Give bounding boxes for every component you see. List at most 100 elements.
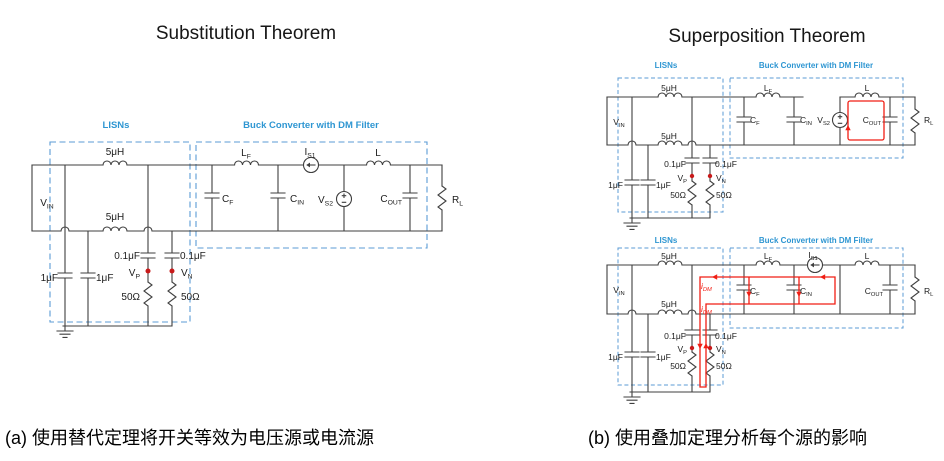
probe-dot-vn bbox=[169, 268, 175, 274]
label-cf: CF bbox=[750, 286, 760, 298]
inductor-5uh-bottom bbox=[657, 309, 683, 315]
voltage-source-vs2 bbox=[335, 190, 353, 208]
label-cin: CIN bbox=[800, 286, 812, 298]
capacitor-cf bbox=[736, 116, 752, 123]
capacitor-1uf-right bbox=[640, 179, 656, 186]
label-lf: LF bbox=[764, 83, 773, 95]
label-5uh: 5μH bbox=[661, 299, 677, 309]
capacitor-cf bbox=[204, 192, 220, 199]
caption-a: (a) 使用替代定理将开关等效为电压源或电流源 bbox=[5, 428, 374, 448]
probe-dot-vp bbox=[689, 345, 695, 351]
label-vs2: VS2 bbox=[318, 195, 333, 208]
inductor-5uh-bottom bbox=[102, 226, 128, 232]
lisn-box-a bbox=[49, 141, 191, 323]
label-cout: COUT bbox=[380, 194, 402, 207]
loop-arrow-up-icon bbox=[845, 125, 851, 131]
circuit-b2: iDM iDM LISNs Buck Converter with DM Fil… bbox=[606, 236, 934, 404]
capacitor-1uf-right bbox=[80, 272, 96, 279]
label-01uf: 0.1μF bbox=[664, 331, 686, 341]
label-vn: VN bbox=[181, 268, 193, 281]
panel-b-title: Superposition Theorem bbox=[668, 26, 866, 47]
label-01uf: 0.1μF bbox=[715, 331, 737, 341]
lisn-section-label: LISNs bbox=[103, 120, 130, 131]
circuit-b1: LISNs Buck Converter with DM Filter 5μH … bbox=[606, 61, 934, 230]
probe-dot-vn bbox=[707, 173, 713, 179]
capacitor-1uf-right bbox=[640, 351, 656, 358]
label-5uh: 5μH bbox=[661, 251, 677, 261]
label-vn: VN bbox=[716, 173, 726, 185]
label-1uf: 1μF bbox=[96, 273, 113, 284]
panel-a-title: Substitution Theorem bbox=[155, 23, 337, 44]
label-l: L bbox=[375, 148, 381, 159]
label-lf: LF bbox=[764, 251, 773, 263]
resistor-rl bbox=[437, 185, 447, 211]
resistor-rl bbox=[910, 276, 920, 302]
idm-arrow-left-icon bbox=[820, 274, 826, 280]
resistor-50-right bbox=[167, 281, 177, 307]
label-vp: VP bbox=[129, 268, 141, 281]
label-lf: LF bbox=[241, 148, 251, 161]
label-is1: IS1 bbox=[304, 147, 315, 160]
label-vn: VN bbox=[716, 344, 726, 356]
inductor-5uh-top bbox=[657, 260, 683, 266]
label-01uf: 0.1μF bbox=[715, 159, 737, 169]
label-50ohm: 50Ω bbox=[716, 361, 732, 371]
label-cout: COUT bbox=[863, 115, 882, 127]
inductor-l bbox=[854, 260, 880, 266]
label-1uf: 1μF bbox=[41, 273, 58, 284]
current-loop-overlay bbox=[847, 100, 885, 141]
lisn-section-label: LISNs bbox=[655, 61, 678, 70]
buck-section-label: Buck Converter with DM Filter bbox=[243, 120, 379, 131]
probe-dot-vp bbox=[145, 268, 151, 274]
label-5uh: 5μH bbox=[106, 212, 125, 223]
branches-b1 bbox=[606, 96, 916, 219]
idm-arrow-left-icon bbox=[712, 274, 718, 280]
label-5uh: 5μH bbox=[661, 131, 677, 141]
label-50ohm: 50Ω bbox=[121, 292, 140, 303]
label-1uf: 1μF bbox=[608, 352, 623, 362]
ground-icon bbox=[623, 391, 641, 404]
ground-icon bbox=[623, 217, 641, 230]
idm-arrow-down-icon bbox=[697, 343, 703, 349]
label-50ohm: 50Ω bbox=[181, 292, 200, 303]
label-vin: VIN bbox=[40, 198, 54, 211]
inductor-l bbox=[365, 160, 392, 166]
circuit-a: LISNs Buck Converter with DM Filter 5μH … bbox=[31, 120, 463, 338]
resistor-50-left bbox=[687, 180, 697, 206]
label-idm: iDM bbox=[701, 304, 712, 316]
probe-dot-vp bbox=[689, 173, 695, 179]
inductor-5uh-bottom bbox=[657, 140, 683, 146]
inductor-lf bbox=[233, 160, 260, 166]
caption-b: (b) 使用叠加定理分析每个源的影响 bbox=[588, 428, 867, 448]
idm-current-path-overlay bbox=[699, 276, 836, 388]
label-cin: CIN bbox=[800, 115, 812, 127]
label-1uf: 1μF bbox=[656, 352, 671, 362]
branches-b2 bbox=[606, 264, 916, 393]
label-vin: VIN bbox=[613, 117, 624, 129]
label-vp: VP bbox=[677, 344, 687, 356]
label-cf: CF bbox=[750, 115, 760, 127]
lisn-section-label: LISNs bbox=[655, 236, 678, 245]
resistor-50-right bbox=[705, 351, 715, 377]
branches-a bbox=[31, 164, 443, 327]
inductor-5uh-top bbox=[657, 92, 683, 98]
label-01uf: 0.1μF bbox=[664, 159, 686, 169]
label-rl: RL bbox=[924, 115, 934, 127]
capacitor-01uf-left bbox=[140, 252, 156, 259]
buck-section-label: Buck Converter with DM Filter bbox=[759, 61, 873, 70]
label-idm: iDM bbox=[701, 281, 712, 293]
label-cf: CF bbox=[222, 194, 233, 207]
label-01uf: 0.1μF bbox=[114, 251, 140, 262]
inductor-l bbox=[854, 92, 880, 98]
resistor-50-right bbox=[705, 180, 715, 206]
label-vs2: VS2 bbox=[817, 115, 830, 127]
ground-icon bbox=[56, 325, 74, 338]
buck-box-b1 bbox=[729, 77, 904, 159]
capacitor-1uf-left bbox=[624, 351, 640, 358]
label-50ohm: 50Ω bbox=[670, 361, 686, 371]
label-vp: VP bbox=[677, 173, 687, 185]
label-cout: COUT bbox=[865, 286, 884, 298]
label-is1: IS1 bbox=[808, 250, 817, 262]
label-rl: RL bbox=[924, 286, 934, 298]
